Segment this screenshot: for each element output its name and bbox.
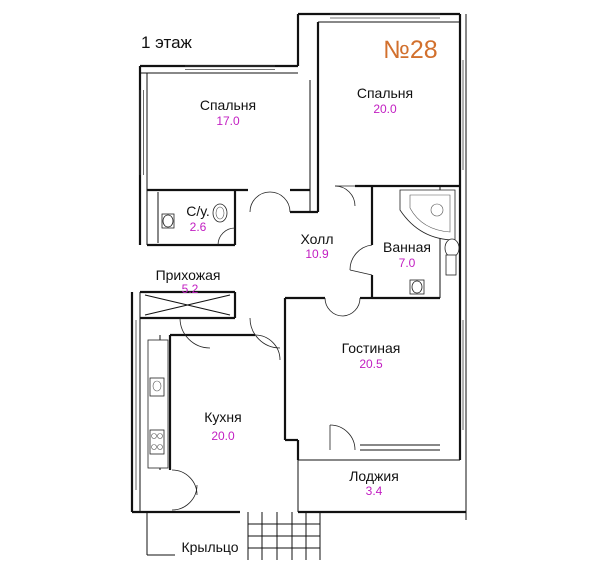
room-name-bathroom: Ванная (383, 239, 431, 255)
floor-label: 1 этаж (141, 33, 193, 52)
room-area-entrance: 5.2 (182, 282, 199, 296)
room-area-wc: 2.6 (190, 220, 207, 234)
room-area-hall: 10.9 (305, 247, 329, 261)
room-name-porch: Крыльцо (181, 539, 238, 555)
room-area-living: 20.5 (359, 357, 383, 371)
room-area-bedroom-right: 20.0 (373, 102, 397, 116)
apartment-number: №28 (383, 36, 438, 64)
room-name-entrance: Прихожая (156, 267, 221, 283)
room-name-kitchen: Кухня (204, 409, 241, 425)
room-name-loggia: Лоджия (349, 468, 399, 484)
room-area-bedroom-left: 17.0 (216, 114, 240, 128)
room-area-bathroom: 7.0 (399, 256, 416, 270)
room-name-bedroom-left: Спальня (200, 97, 256, 113)
room-area-kitchen: 20.0 (211, 429, 235, 443)
room-area-loggia: 3.4 (366, 484, 383, 498)
exterior-walls (130, 12, 467, 520)
room-name-living: Гостиная (342, 340, 401, 356)
room-name-hall: Холл (301, 231, 334, 247)
doors (171, 185, 373, 511)
fixtures (146, 189, 460, 560)
room-name-bedroom-right: Спальня (357, 85, 413, 101)
room-name-wc: С/у. (186, 203, 210, 219)
interior-walls (140, 22, 460, 470)
